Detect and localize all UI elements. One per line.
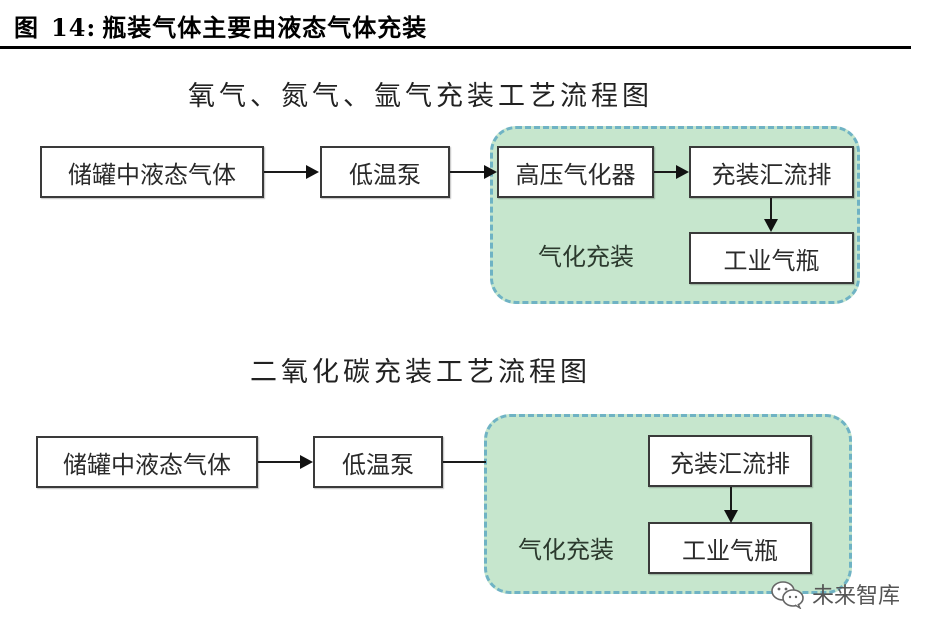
diagram1-node-storage: 储罐中液态气体 [40, 146, 264, 198]
diagram2-group-label: 气化充装 [518, 536, 614, 564]
arrow-right-icon [306, 165, 319, 179]
diagram1-node-manifold: 充装汇流排 [689, 146, 854, 198]
figure-label: 图 [14, 13, 39, 42]
diagram1-edge-manifold-cylinder [770, 198, 772, 220]
watermark-text: 未来智库 [812, 584, 901, 609]
diagram2-edge-pump-group [443, 461, 486, 463]
diagram2-node-manifold: 充装汇流排 [648, 435, 812, 487]
diagram1-node-pump: 低温泵 [320, 146, 450, 198]
diagram2-edge-storage-pump [258, 461, 302, 463]
arrow-down-icon [724, 510, 738, 523]
diagram1-edge-vaporizer-manifold [654, 171, 678, 173]
diagram1-edge-storage-pump [264, 171, 308, 173]
arrow-down-icon [764, 219, 778, 232]
diagram1-node-vaporizer: 高压气化器 [497, 146, 654, 198]
figure-number: 14: [51, 13, 97, 42]
diagram2-edge-manifold-cylinder [730, 487, 732, 511]
wechat-icon [771, 581, 804, 609]
watermark: 未来智库 [770, 578, 900, 610]
figure-title: 图 14:瓶装气体主要由液态气体充装 [14, 8, 427, 43]
arrow-right-icon [676, 165, 689, 179]
diagram1-edge-pump-vaporizer [450, 171, 486, 173]
figure-caption: 瓶装气体主要由液态气体充装 [102, 13, 428, 42]
diagram2-node-storage: 储罐中液态气体 [36, 436, 258, 488]
diagram2-node-cylinder: 工业气瓶 [648, 522, 812, 574]
diagram2-title: 二氧化碳充装工艺流程图 [250, 357, 591, 388]
diagram1-node-cylinder: 工业气瓶 [689, 232, 854, 284]
diagram1-group-label: 气化充装 [538, 243, 634, 271]
arrow-right-icon [300, 455, 313, 469]
diagram1-title: 氧气、氮气、氩气充装工艺流程图 [188, 81, 653, 112]
diagram2-node-pump: 低温泵 [313, 436, 443, 488]
title-rule [0, 46, 911, 49]
arrow-right-icon [484, 165, 497, 179]
